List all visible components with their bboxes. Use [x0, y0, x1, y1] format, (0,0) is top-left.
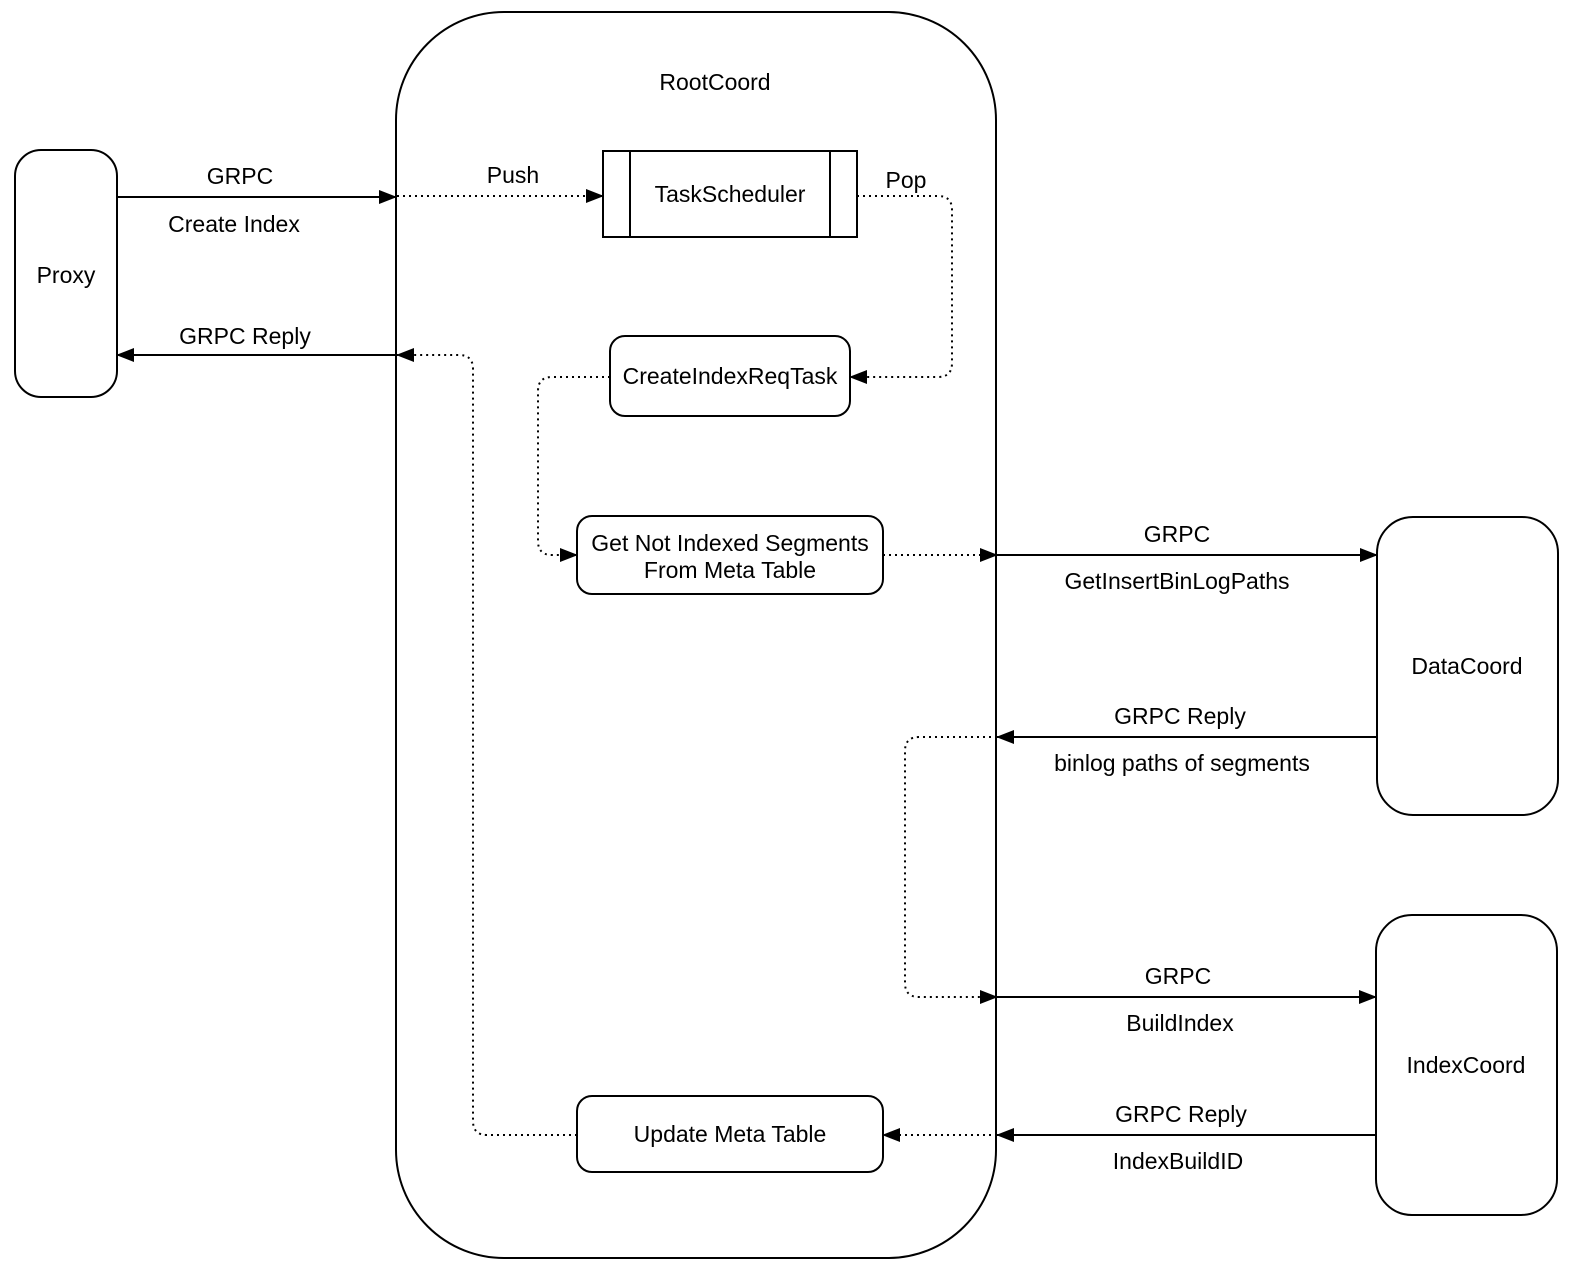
proxy-label: Proxy [37, 262, 96, 288]
edge-pop [849, 195, 953, 384]
edge-indexcoord-to-rootcoord-label1: GRPC Reply [1115, 1101, 1247, 1127]
get-not-indexed-segments-label-line1: Get Not Indexed Segments [591, 530, 868, 556]
edge-pop-label: Pop [886, 167, 927, 193]
rootcoord-title: RootCoord [659, 69, 770, 95]
edge-datacoord-to-rootcoord-label1: GRPC Reply [1114, 703, 1246, 729]
update-meta-table-label: Update Meta Table [634, 1121, 827, 1147]
edge-rootcoord-to-proxy-label1: GRPC Reply [179, 323, 311, 349]
index-coord-label: IndexCoord [1407, 1052, 1526, 1078]
index-coord-node [1375, 914, 1558, 1216]
edge-push-label: Push [487, 162, 539, 188]
get-not-indexed-segments-label-line2: From Meta Table [644, 557, 816, 583]
edge-createindexreqtask-to-getnotindexed [537, 376, 610, 562]
edge-proxy-to-rootcoord-label1: GRPC [207, 163, 273, 189]
edge-rootcoord-to-datacoord-label2: GetInsertBinLogPaths [1064, 568, 1289, 594]
data-coord-node [1376, 516, 1559, 816]
task-scheduler-node: TaskScheduler [602, 150, 858, 238]
rootcoord-container [395, 11, 997, 1259]
edge-rootcoord-to-indexcoord-label1: GRPC [1145, 963, 1211, 989]
edge-indexcoord-to-rootcoord-label2: IndexBuildID [1113, 1148, 1243, 1174]
task-scheduler-label: TaskScheduler [655, 181, 806, 207]
edge-rootcoord-to-datacoord-label1: GRPC [1144, 521, 1210, 547]
proxy-node [14, 149, 118, 398]
edge-proxy-to-rootcoord-label2: Create Index [168, 211, 300, 237]
edge-reply-to-buildindex [904, 736, 998, 1004]
data-coord-label: DataCoord [1411, 653, 1522, 679]
create-index-req-task-label: CreateIndexReqTask [623, 363, 838, 389]
edge-rootcoord-to-indexcoord-label2: BuildIndex [1126, 1010, 1234, 1036]
edge-updatemeta-to-boundary [396, 348, 577, 1136]
edge-datacoord-to-rootcoord-label2: binlog paths of segments [1054, 750, 1310, 776]
